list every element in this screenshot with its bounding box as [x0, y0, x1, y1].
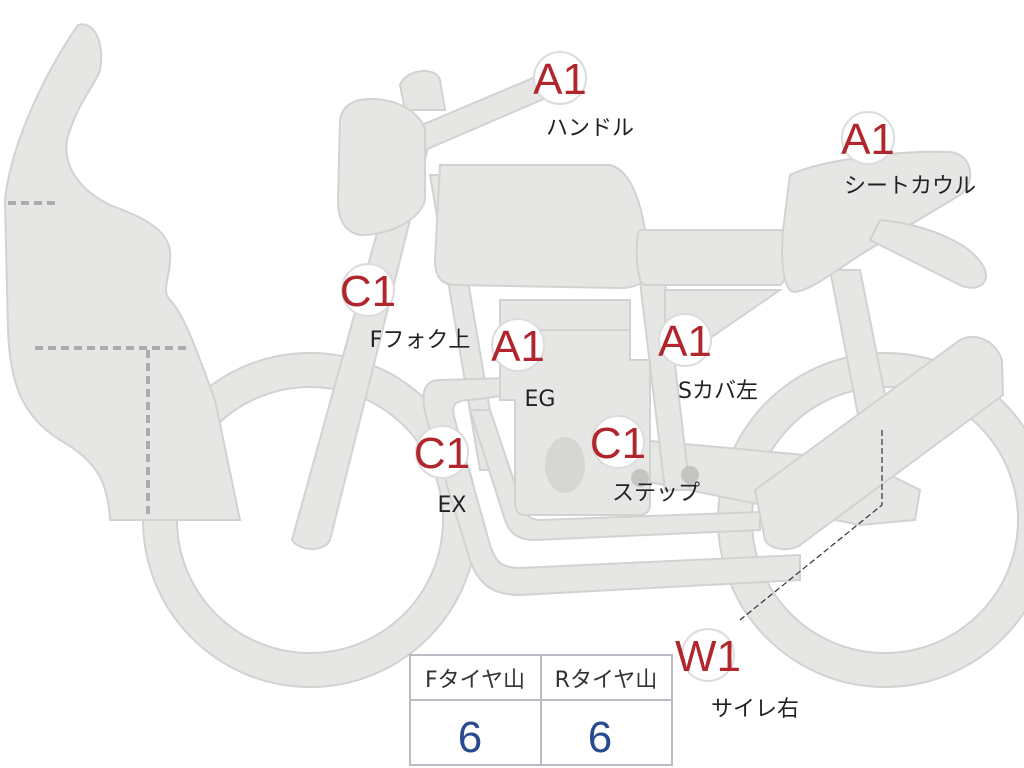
grade-code: C1 — [414, 429, 470, 478]
rear-fender — [868, 218, 987, 289]
seat — [635, 229, 789, 286]
grade-code: A1 — [658, 317, 712, 366]
rear-tire-header: Rタイヤ山 — [555, 668, 658, 693]
part-label: Fフォク上 — [370, 328, 471, 353]
tire-tread-table: Fタイヤ山 Rタイヤ山 6 6 — [409, 654, 673, 766]
part-label: ステップ — [612, 481, 700, 506]
part-label: サイレ右 — [711, 697, 799, 722]
rear-tire-value: 6 — [588, 713, 612, 762]
part-label: EX — [438, 493, 467, 518]
grade-badge — [658, 313, 712, 367]
inspection-point-seatcowl: A1 シートカウル — [841, 111, 976, 199]
part-label: ハンドル — [546, 116, 634, 141]
grade-badge — [341, 263, 395, 317]
inspection-point-muffler: W1 サイレ右 — [675, 628, 799, 722]
front-tire-value: 6 — [458, 713, 482, 762]
part-label: シートカウル — [844, 174, 976, 199]
headlight — [336, 98, 426, 237]
grade-code: W1 — [675, 632, 741, 681]
grade-code: C1 — [590, 419, 646, 468]
grade-badge — [415, 425, 469, 479]
muffler-marker — [739, 430, 883, 621]
front-fairing — [3, 23, 242, 521]
fairing-dashed-marks — [8, 201, 190, 515]
exhaust-pipe-outer — [422, 376, 801, 597]
step-peg-right — [681, 466, 699, 484]
grade-badge — [841, 111, 895, 165]
inspection-point-handle: A1 ハンドル — [533, 51, 634, 141]
fuel-tank — [433, 164, 652, 290]
grade-code: A1 — [491, 322, 545, 371]
grade-code: A1 — [841, 115, 895, 164]
grade-badge — [491, 318, 545, 372]
inspection-point-step: C1 ステップ — [590, 415, 700, 506]
grade-badge — [591, 415, 645, 469]
step-peg-left — [631, 469, 649, 487]
front-fork — [290, 138, 432, 550]
grade-code: C1 — [340, 267, 396, 316]
part-label: EG — [525, 387, 556, 412]
grade-code: A1 — [533, 55, 587, 104]
handlebar-grip — [398, 70, 447, 111]
part-label: Sカバ左 — [678, 379, 758, 404]
front-tire-header: Fタイヤ山 — [425, 668, 525, 693]
grade-badge — [533, 51, 587, 105]
engine-cover — [545, 437, 585, 493]
muffler — [753, 335, 1005, 551]
grade-badge — [681, 628, 735, 682]
